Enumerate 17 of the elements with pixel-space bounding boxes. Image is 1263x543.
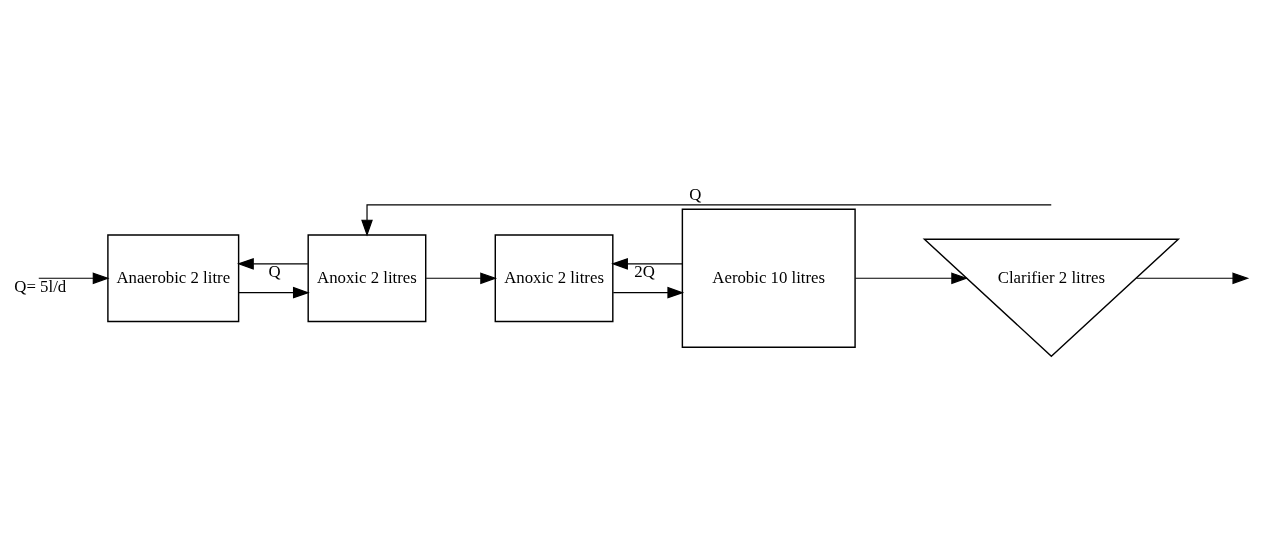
node-box: Anoxic 2 litres (494, 234, 614, 323)
arrow (425, 272, 498, 285)
edge-label: Q (268, 262, 281, 282)
edge-label: 2Q (634, 262, 655, 282)
arrow (612, 286, 685, 299)
arrow (237, 257, 309, 270)
node-box: Anoxic 2 litres (307, 234, 427, 323)
arrow (854, 272, 969, 285)
arrow (238, 286, 310, 299)
arrow (361, 204, 1052, 237)
arrow (1135, 272, 1250, 285)
arrow (611, 257, 683, 270)
edge-label: Q (689, 185, 702, 205)
arrow (38, 272, 110, 285)
node-box: Aerobic 10 litres (681, 208, 856, 348)
node-box: Anaerobic 2 litre (107, 234, 240, 323)
edge-label: Q= 5l/d (14, 276, 67, 296)
